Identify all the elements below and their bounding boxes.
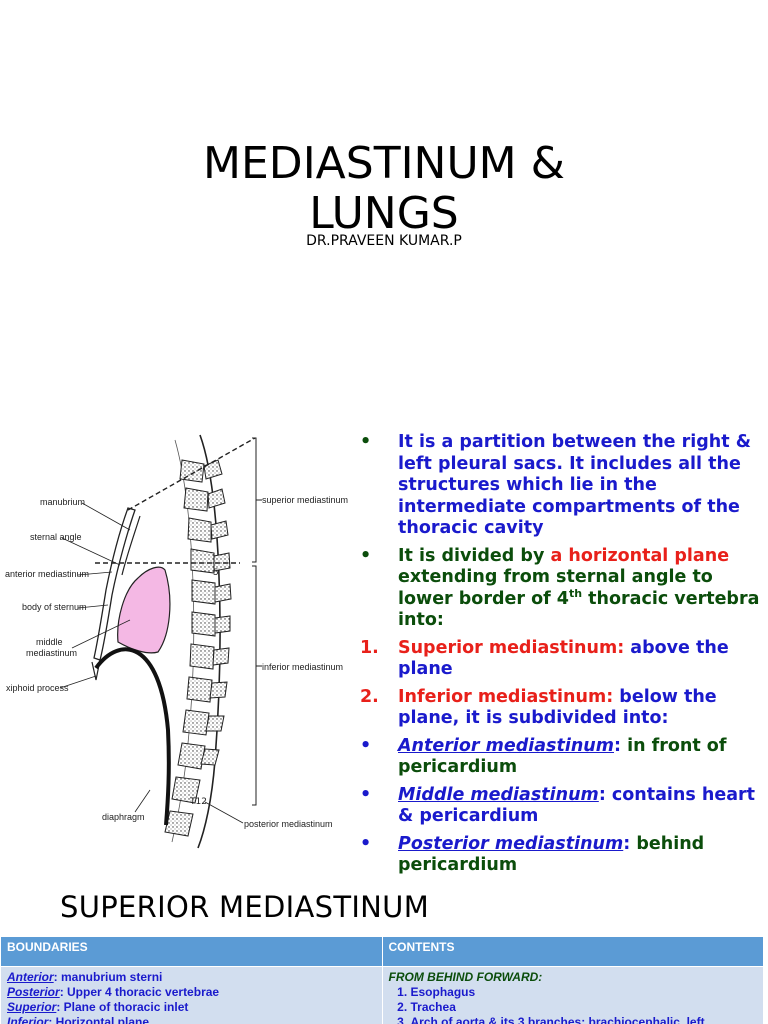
page-title: MEDIASTINUM & LUNGS: [0, 139, 768, 239]
boundary-posterior: Posterior: Upper 4 thoracic vertebrae: [7, 985, 220, 999]
vertebra-t12-label: T12: [189, 797, 207, 807]
label-middle-1: middle: [36, 637, 63, 647]
vertebra-5-label: 5: [213, 568, 219, 578]
label-diaphragm: diaphragm: [102, 812, 145, 822]
list-item: Esophagus: [411, 985, 758, 1000]
diaphragm-line: [94, 647, 171, 826]
list-item: 1. Superior mediastinum: above the plane: [360, 637, 729, 680]
label-inferior-mediastinum: inferior mediastinum: [262, 662, 343, 672]
bullet-marker: •: [360, 545, 372, 566]
vertebral-column: [164, 459, 232, 837]
label-middle-2: mediastinum: [26, 648, 77, 658]
bullet-marker: •: [360, 432, 372, 452]
list-item: Trachea: [411, 1000, 758, 1015]
section-title: SUPERIOR MEDIASTINUM: [60, 890, 430, 924]
label-posterior-mediastinum: posterior mediastinum: [244, 819, 333, 829]
number-marker: 2.: [360, 686, 379, 707]
list-item: • Anterior mediastinum: in front of peri…: [360, 735, 727, 778]
list-item: • It is divided by a horizontal plane ex…: [360, 545, 760, 631]
column-header-boundaries: BOUNDARIES: [0, 936, 383, 967]
number-marker: 1.: [360, 637, 379, 658]
label-body-of-sternum: body of sternum: [22, 602, 87, 612]
contents-cell: FROM BEHIND FORWARD: Esophagus Trachea A…: [381, 966, 764, 1024]
boundaries-cell: Anterior: manubrium sterni Posterior: Up…: [0, 966, 383, 1024]
sternum: [93, 507, 136, 661]
list-item: Arch of aorta & its 3 branches: brachioc…: [411, 1015, 758, 1024]
list-item: 2. Inferior mediastinum: below the plane…: [360, 686, 717, 729]
table-row: Anterior: manubrium sterni Posterior: Up…: [0, 966, 764, 1024]
label-anterior-mediastinum: anterior mediastinum: [5, 569, 89, 579]
column-header-contents: CONTENTS: [381, 936, 764, 967]
title-line-1: MEDIASTINUM &: [203, 138, 565, 190]
boundary-inferior: Inferior: Horizontal plane: [7, 1015, 150, 1024]
list-item: • It is a partition between the right & …: [360, 432, 751, 538]
boundary-superior: Superior: Plane of thoracic inlet: [7, 1000, 189, 1014]
bullet-marker: •: [360, 784, 372, 805]
bullet-marker: •: [360, 833, 372, 854]
contents-list: Esophagus Trachea Arch of aorta & its 3 …: [389, 985, 758, 1024]
bullet-marker: •: [360, 735, 372, 756]
label-superior-mediastinum: superior mediastinum: [262, 495, 348, 505]
mediastinum-diagram: 5 T12 manubrium: [5, 434, 348, 849]
list-item: • Posterior mediastinum: behind pericard…: [360, 833, 705, 876]
label-sternal-angle: sternal angle: [30, 532, 82, 542]
table-header-row: BOUNDARIES CONTENTS: [0, 936, 764, 967]
boundary-anterior: Anterior: manubrium sterni: [7, 970, 163, 984]
mediastinum-points: • It is a partition between the right & …: [360, 432, 766, 883]
list-item: • Middle mediastinum: contains heart & p…: [360, 784, 756, 827]
contents-heading: FROM BEHIND FORWARD:: [388, 970, 543, 984]
middle-mediastinum-region: [117, 566, 171, 654]
label-manubrium: manubrium: [40, 497, 85, 507]
label-xiphoid-process: xiphoid process: [6, 683, 69, 693]
superior-mediastinum-table: BOUNDARIES CONTENTS Anterior: manubrium …: [0, 936, 764, 1024]
author-name: DR.PRAVEEN KUMAR.P: [306, 233, 462, 249]
title-line-2: LUNGS: [309, 188, 459, 240]
